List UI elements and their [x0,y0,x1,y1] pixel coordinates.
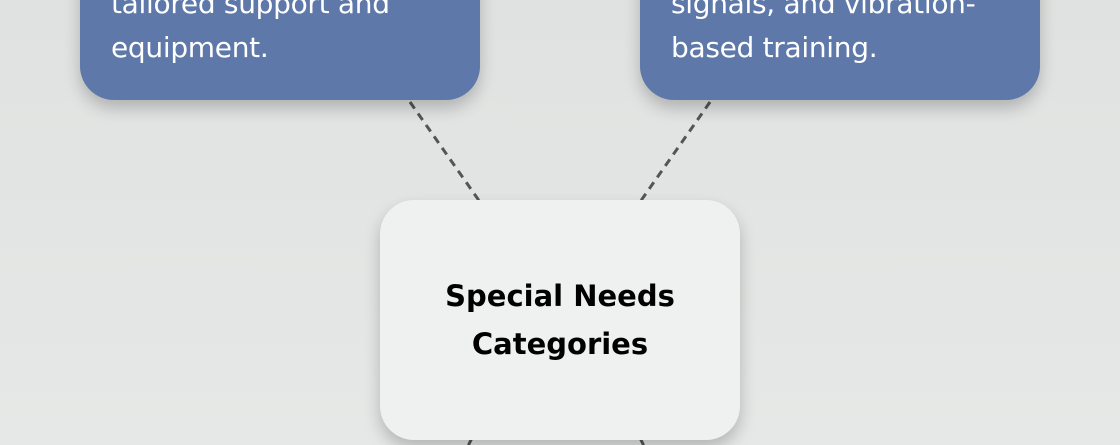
center-title-line: Categories [471,327,649,361]
node-right: signals, and vibration- based training. [640,0,1040,100]
center-title-line: Special Needs [445,279,675,313]
node-text: tailored support and [111,0,390,20]
connector-right [638,101,712,203]
node-center: Special Needs Categories [380,200,740,440]
node-text: equipment. [111,31,269,64]
connector-left [408,101,482,203]
node-left: tailored support and equipment. [80,0,480,100]
connector-bottom-left [466,437,474,445]
node-text: signals, and vibration- [671,0,976,20]
connector-bottom-right [638,437,646,445]
node-text: based training. [671,31,878,64]
